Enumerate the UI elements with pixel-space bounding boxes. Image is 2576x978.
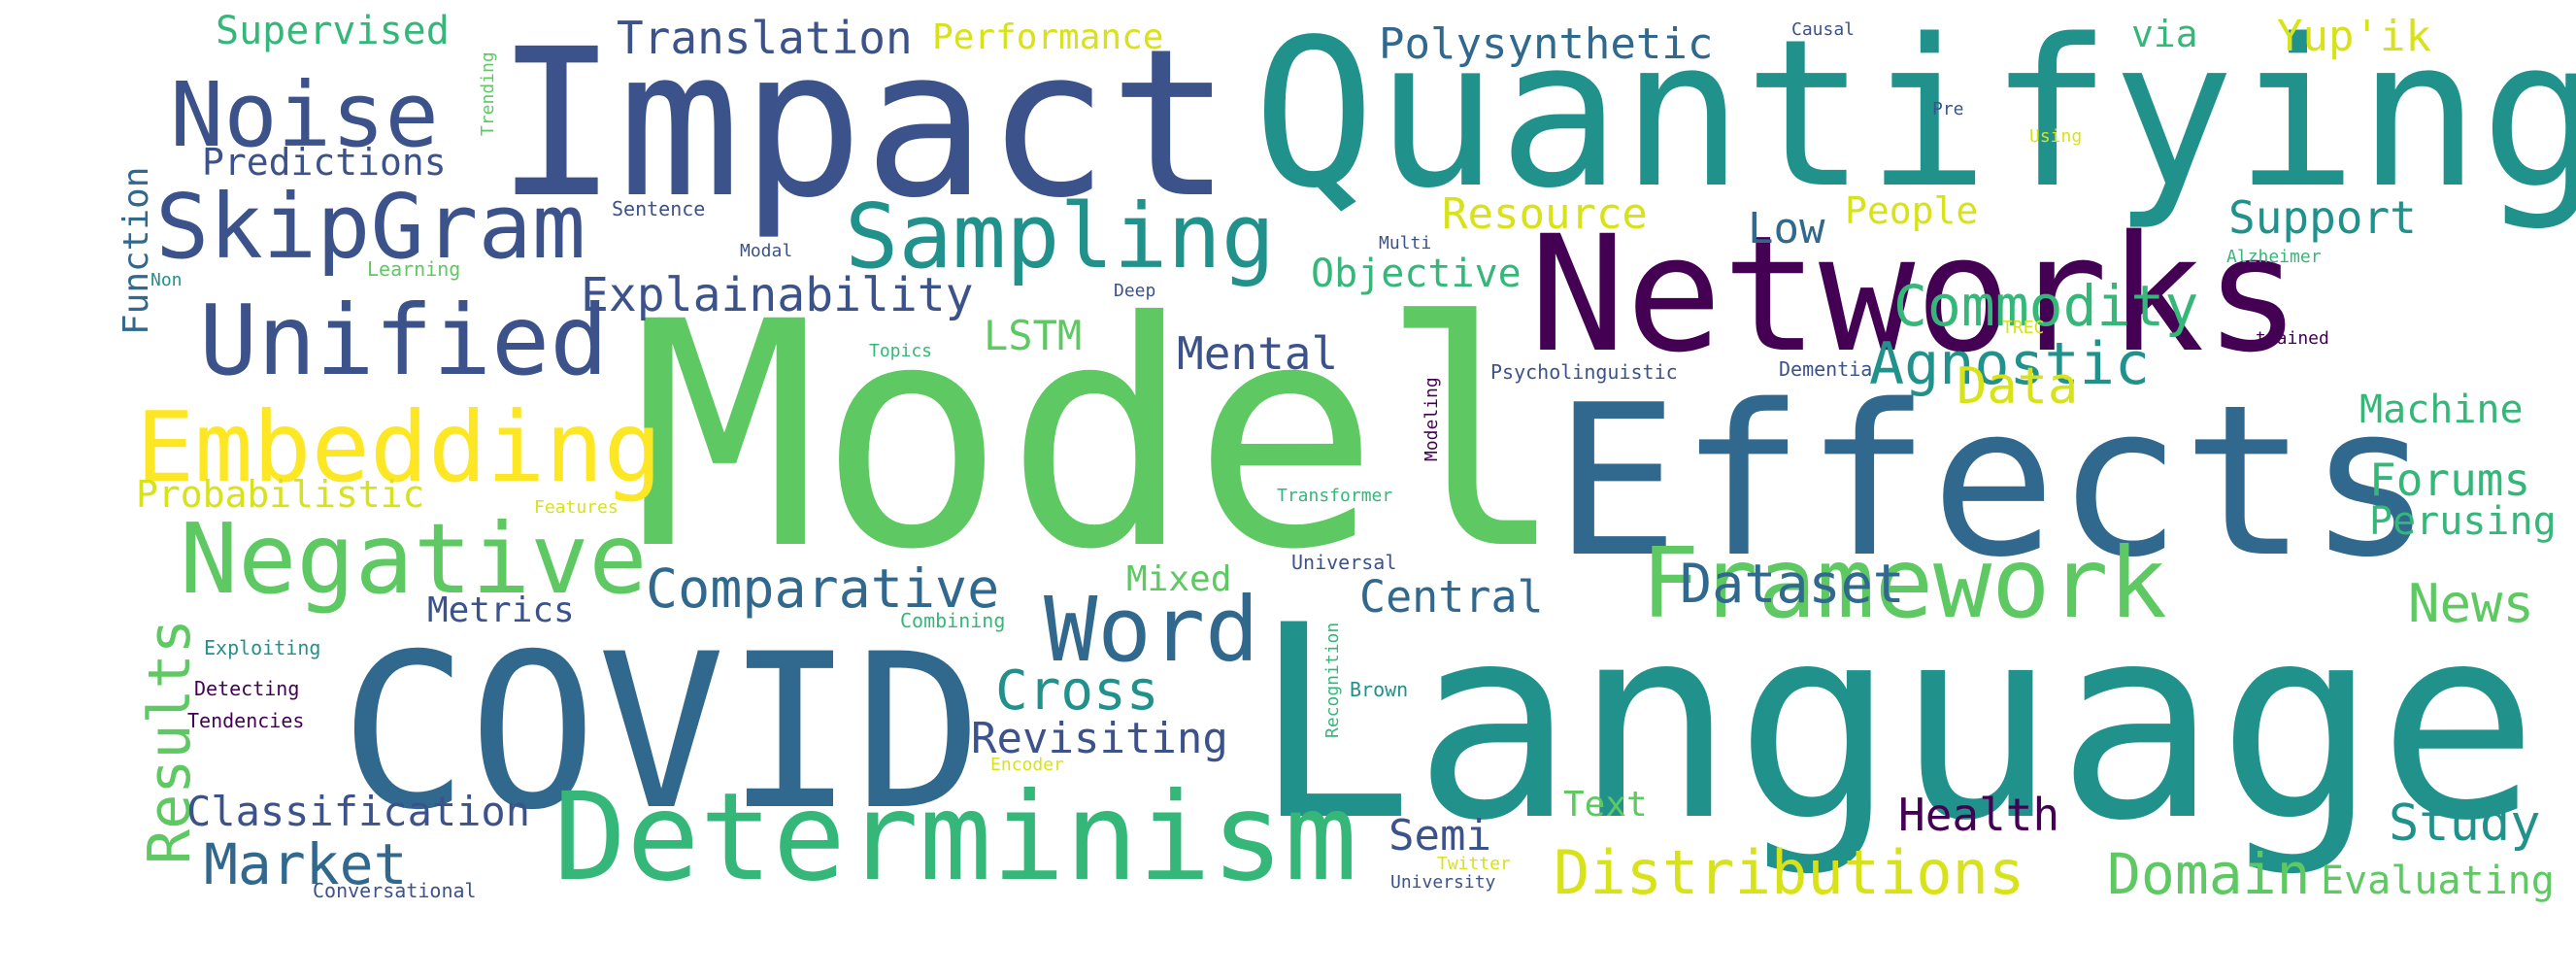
word-text: Text: [1563, 785, 1648, 825]
word-twitter: Twitter: [1437, 854, 1511, 874]
word-lstm: LSTM: [984, 312, 1082, 359]
word-evaluating: Evaluating: [2321, 859, 2555, 903]
word-language: Language: [1253, 568, 2539, 879]
word-market: Market: [204, 831, 408, 897]
word-perusing: Perusing: [2369, 499, 2557, 544]
word-sampling: Sampling: [845, 185, 1275, 288]
word-trending: Trending: [478, 51, 498, 136]
word-using: Using: [2029, 126, 2082, 147]
word-comparative: Comparative: [646, 557, 999, 620]
word-learning: Learning: [367, 257, 460, 281]
word-tendencies: Tendencies: [187, 709, 304, 732]
word-causal: Causal: [1791, 19, 1855, 40]
word-resource: Resource: [1442, 189, 1648, 239]
word-cross: Cross: [995, 659, 1159, 723]
word-covid: COVID: [340, 608, 983, 857]
word-low: Low: [1748, 204, 1825, 253]
word-classification: Classification: [186, 788, 530, 835]
word-machine: Machine: [2359, 388, 2524, 432]
word-universal: Universal: [1291, 551, 1396, 574]
word-via: via: [2131, 13, 2198, 55]
word-skipgram: SkipGram: [155, 175, 585, 279]
word-modal: Modal: [740, 241, 792, 261]
word-distributions: Distributions: [1554, 837, 2024, 908]
word-commodity: Commodity: [1893, 273, 2198, 339]
word-framework: Framework: [1641, 526, 2167, 640]
word-data: Data: [1957, 357, 2078, 416]
word-alzheimer: Alzheimer: [2226, 247, 2322, 267]
word-noise: Noise: [170, 63, 439, 167]
word-deep: Deep: [1114, 281, 1155, 301]
word-features: Features: [534, 497, 619, 518]
word-model: Model: [631, 256, 1566, 618]
word-embedding: Embedding: [136, 390, 662, 504]
word-effects: Effects: [1554, 359, 2433, 603]
word-polysynthetic: Polysynthetic: [1379, 19, 1713, 69]
word-metrics: Metrics: [427, 590, 575, 630]
word-objective: Objective: [1311, 252, 1522, 296]
word-trec: TREC: [2002, 318, 2044, 338]
word-trained: trained: [2256, 328, 2329, 349]
word-university: University: [1390, 872, 1496, 893]
word-health: Health: [1898, 789, 2059, 841]
word-modeling: Modeling: [1422, 377, 1442, 461]
word-dataset: Dataset: [1680, 553, 1905, 615]
word-sentence: Sentence: [612, 197, 705, 220]
word-topics: Topics: [869, 341, 932, 361]
word-transformer: Transformer: [1277, 486, 1392, 506]
word-networks: Networks: [1529, 201, 2301, 388]
word-combining: Combining: [900, 609, 1005, 632]
word-results: Results: [136, 619, 204, 864]
word-agnostic: Agnostic: [1869, 330, 2150, 398]
word-translation: Translation: [617, 12, 913, 64]
word-unified: Unified: [199, 284, 608, 397]
word-mental: Mental: [1177, 327, 1338, 380]
word-revisiting: Revisiting: [971, 714, 1228, 763]
word-people: People: [1845, 189, 1978, 232]
word-central: Central: [1359, 571, 1544, 623]
word-quantifying: Quantifying: [1253, 0, 2576, 233]
word-function: Function: [117, 167, 156, 335]
word-domain: Domain: [2107, 841, 2311, 907]
word-non: Non: [151, 270, 183, 290]
word-mixed: Mixed: [1126, 559, 1231, 599]
word-detecting: Detecting: [194, 677, 299, 700]
word-pre: Pre: [1932, 99, 1964, 119]
word-impact: Impact: [495, 5, 1232, 243]
word-conversational: Conversational: [313, 879, 477, 902]
word-multi: Multi: [1379, 233, 1431, 253]
word-yup-ik: Yup'ik: [2277, 12, 2431, 61]
word-predictions: Predictions: [202, 141, 447, 184]
word-negative: Negative: [180, 502, 648, 616]
word-word: Word: [1044, 578, 1259, 682]
word-forums: Forums: [2369, 454, 2530, 506]
word-dementia: Dementia: [1779, 357, 1872, 381]
word-performance: Performance: [932, 17, 1163, 57]
word-exploiting: Exploiting: [204, 636, 320, 659]
word-psycholinguistic: Psycholinguistic: [1490, 360, 1678, 384]
word-supervised: Supervised: [216, 9, 450, 53]
word-semi: Semi: [1388, 811, 1491, 860]
word-study: Study: [2389, 794, 2541, 853]
word-explainability: Explainability: [581, 268, 974, 322]
word-encoder: Encoder: [990, 755, 1064, 775]
word-brown: Brown: [1350, 678, 1408, 701]
word-determinism: Determinism: [553, 767, 1357, 908]
word-support: Support: [2228, 191, 2417, 244]
word-news: News: [2408, 573, 2534, 634]
word-probabilistic: Probabilistic: [136, 473, 424, 516]
word-recognition: Recognition: [1322, 623, 1343, 738]
